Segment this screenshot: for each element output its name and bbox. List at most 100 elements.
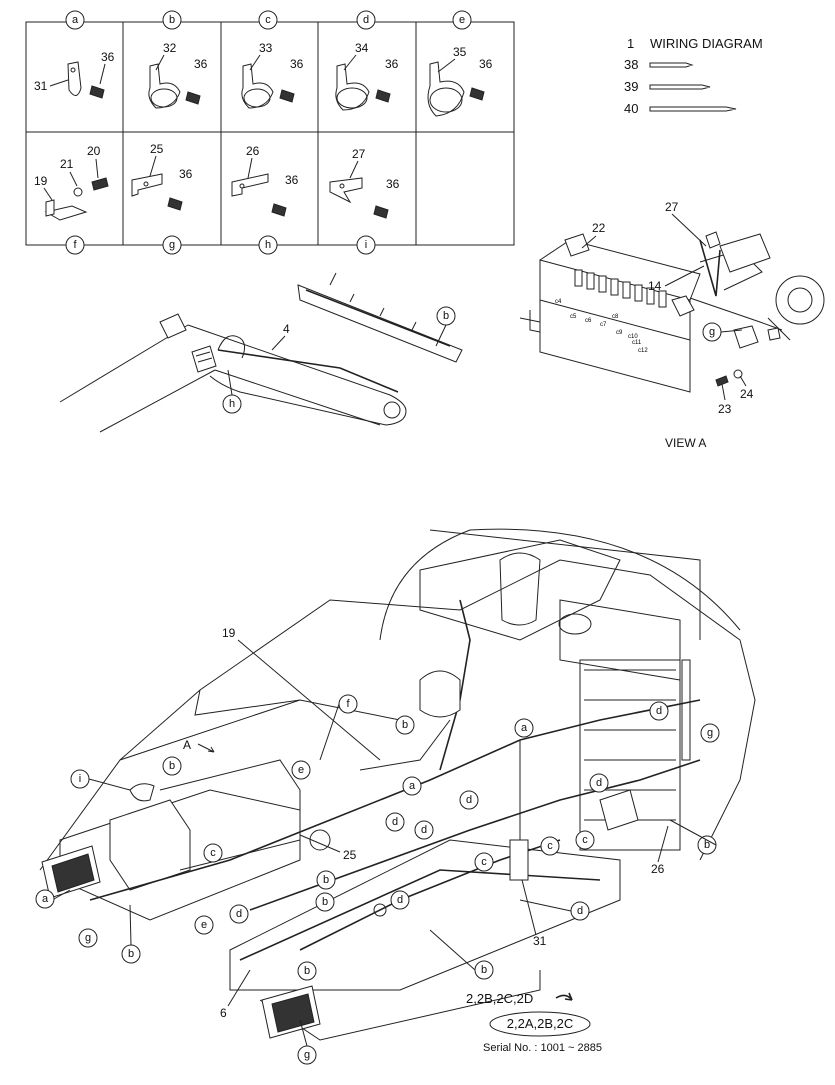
cell-i: i 27 36 <box>329 147 400 255</box>
horn-icon <box>775 275 825 325</box>
main-callouts: a b c d e f g i a b d b d a d c b e d b … <box>35 694 720 1065</box>
view-arrow-label: A <box>183 738 191 752</box>
callout-letter: i <box>79 773 81 785</box>
part-num: 23 <box>718 402 732 416</box>
callout-letter: c <box>547 840 553 852</box>
part-num: 26 <box>651 862 665 876</box>
part-num: 25 <box>150 142 164 156</box>
fuse-label: c10 <box>628 334 638 340</box>
view-title: VIEW A <box>665 436 706 450</box>
callout-letter: d <box>577 905 583 917</box>
part-num: 36 <box>285 173 299 187</box>
part-num: 19 <box>34 174 48 188</box>
part-num: 6 <box>220 1006 227 1020</box>
serial-top-text: 2,2B,2C,2D <box>466 991 533 1006</box>
callout-letter: b <box>322 896 328 908</box>
cell-letter: h <box>265 239 271 251</box>
cable-tie-short-icon <box>649 62 694 68</box>
fuse-label: c5 <box>570 314 577 320</box>
callout-letter: d <box>392 816 398 828</box>
view-a-detail: c4 c5 c6 c7 c8 c9 c10 c11 c12 22 27 14 g… <box>519 200 825 450</box>
callout-letter: a <box>521 722 528 734</box>
cell-e: e 35 36 <box>427 10 493 117</box>
fuse-row <box>574 269 667 308</box>
callout-letter: a <box>409 780 416 792</box>
serial-number-note: Serial No. : 1001 ~ 2885 <box>483 1042 602 1054</box>
part-num: 36 <box>386 177 400 191</box>
callout-letter: g <box>85 932 91 944</box>
callout-letter: h <box>229 398 235 410</box>
cell-letter: b <box>169 14 175 26</box>
part-num: 14 <box>648 279 662 293</box>
callout-letter: c <box>210 847 216 859</box>
cable-tie-medium-icon <box>649 84 711 90</box>
serial-oval <box>489 1011 591 1037</box>
part-num: 25 <box>343 848 357 862</box>
cell-f: f 19 21 20 <box>34 144 109 255</box>
part-num: 36 <box>290 57 304 71</box>
relay-icon <box>564 233 590 257</box>
part-num: 36 <box>101 50 115 64</box>
cable-tie-long-icon <box>649 106 737 112</box>
callout-letter: d <box>236 908 242 920</box>
legend-text: WIRING DIAGRAM <box>650 36 763 51</box>
cell-letter: e <box>459 14 465 26</box>
callout-letter: d <box>421 824 427 836</box>
cell-letter: f <box>73 239 77 251</box>
serial-note: 2,2B,2C,2D 2,2A,2B,2C Serial No. : 1001 … <box>466 991 602 1054</box>
cell-letter: g <box>169 239 175 251</box>
callout-letter: g <box>707 727 713 739</box>
cell-letter: d <box>363 14 369 26</box>
callout-letter: c <box>582 834 588 846</box>
part-num: 19 <box>222 626 236 640</box>
legend-num: 39 <box>624 79 638 94</box>
fuse-label: c9 <box>616 330 623 336</box>
callout-letter: b <box>443 310 449 322</box>
main-labels: 19 25 26 31 6 A <box>183 626 669 1020</box>
callout-letter: e <box>201 919 207 931</box>
callout-letter: d <box>596 777 602 789</box>
fuse-label: c8 <box>612 314 619 320</box>
part-num: 34 <box>355 41 369 55</box>
part-num: 20 <box>87 144 101 158</box>
part-num: 32 <box>163 41 177 55</box>
part-num: 24 <box>740 387 754 401</box>
cell-g: g 25 36 <box>131 142 193 255</box>
cell-b: b 32 36 <box>148 10 208 109</box>
cell-d: d 34 36 <box>335 10 399 111</box>
arrow-icon <box>197 743 215 753</box>
cell-letter: a <box>72 14 79 26</box>
cell-letter: c <box>265 14 271 26</box>
part-num: 27 <box>665 200 679 214</box>
fastener-grid <box>25 21 515 246</box>
curved-arrow-icon <box>555 992 573 1001</box>
part-num: 4 <box>283 322 290 336</box>
part-num: 31 <box>533 934 547 948</box>
part-num: 22 <box>592 221 606 235</box>
legend-num: 40 <box>624 101 638 116</box>
callout-letter: c <box>481 856 487 868</box>
part-num: 36 <box>179 167 193 181</box>
fuse-label: c11 <box>632 340 642 346</box>
fuse-label: c7 <box>600 322 607 328</box>
part-num: 21 <box>60 157 74 171</box>
cell-a: a 31 36 <box>34 10 115 99</box>
callout-letter: b <box>402 719 408 731</box>
callout-letter: g <box>709 326 715 338</box>
cell-letter-circle <box>65 10 85 30</box>
legend-num: 1 <box>627 36 634 51</box>
callout-letter: b <box>323 874 329 886</box>
fuse-label: c12 <box>638 348 648 354</box>
part-num: 27 <box>352 147 366 161</box>
part-num: 36 <box>479 57 493 71</box>
callout-letter: f <box>346 698 350 710</box>
serial-oval-text: 2,2A,2B,2C <box>507 1016 574 1031</box>
boom-detail: 4 h b <box>59 272 463 433</box>
fuse-label: c4 <box>555 299 562 305</box>
callout-letter: b <box>128 948 134 960</box>
battery-icon <box>109 799 191 891</box>
part-num: 36 <box>194 57 208 71</box>
callout-letter: b <box>481 964 487 976</box>
part-num: 33 <box>259 41 273 55</box>
